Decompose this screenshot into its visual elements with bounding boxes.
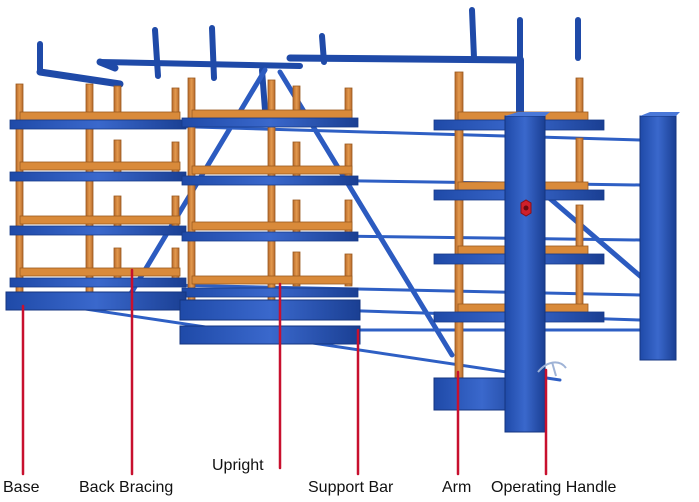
base-beams <box>5 291 531 411</box>
label-arm: Arm <box>442 479 472 496</box>
operating-handle <box>537 361 567 377</box>
label-operating-handle: Operating Handle <box>491 479 617 496</box>
middle-arm-section <box>181 77 359 319</box>
far-right-post <box>639 112 680 361</box>
label-support-bar: Support Bar <box>308 479 394 496</box>
label-back-bracing: Back Bracing <box>79 479 174 496</box>
left-arm-section <box>9 83 187 305</box>
front-post <box>504 112 550 433</box>
leader-lines <box>21 268 548 476</box>
label-upright: Upright <box>212 457 264 474</box>
label-base: Base <box>3 479 40 496</box>
